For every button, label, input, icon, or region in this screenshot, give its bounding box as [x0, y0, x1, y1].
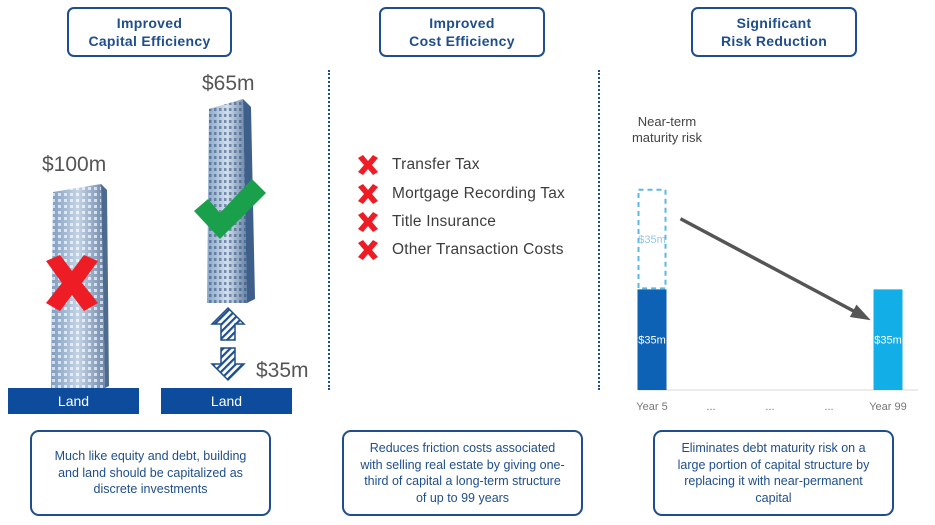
- risk-note-line2: maturity risk: [631, 130, 703, 145]
- price-land: $35m: [256, 359, 309, 382]
- cost-item-label: Title Insurance: [392, 213, 497, 230]
- cost-item: Mortgage Recording Tax: [356, 183, 565, 205]
- trend-arrow: [679, 217, 867, 319]
- header-line2: Risk Reduction: [720, 33, 828, 49]
- x-tick-label: ...: [706, 401, 716, 413]
- green-check-icon: [194, 179, 266, 239]
- footer-cost-text: Reduces friction costs associated with s…: [360, 441, 565, 505]
- price-building: $65m: [202, 72, 255, 95]
- cost-item-label: Transfer Tax: [392, 156, 480, 173]
- risk-chart: $35m $35m $35m: [637, 188, 918, 391]
- x-mark-icon: [358, 155, 378, 175]
- x-tick-label: ...: [824, 401, 834, 413]
- land-block-right: Land: [161, 388, 292, 414]
- data-label: $35m: [638, 335, 666, 347]
- divider-left: [328, 70, 330, 390]
- up-arrow-icon: [210, 306, 246, 341]
- footer-capital-text: Much like equity and debt, building and …: [54, 449, 247, 497]
- footer-risk-text: Eliminates debt maturity risk on a large…: [677, 441, 870, 505]
- x-tick-label: Year 5: [636, 401, 668, 413]
- header-line1: Significant: [736, 15, 812, 31]
- header-cost-efficiency: Improved Cost Efficiency: [379, 7, 545, 57]
- red-x-icon: [46, 255, 98, 311]
- x-mark-icon: [358, 240, 378, 260]
- data-label: $35m: [874, 335, 902, 347]
- land-block-left: Land: [8, 388, 139, 414]
- x-tick-label: Year 99: [869, 401, 907, 413]
- cost-item-label: Other Transaction Costs: [392, 241, 564, 258]
- risk-note: Near-term maturity risk: [622, 114, 712, 146]
- risk-note-line1: Near-term: [637, 114, 697, 129]
- down-arrow-icon: [210, 347, 246, 382]
- header-line2: Capital Efficiency: [88, 33, 211, 49]
- header-risk-reduction: Significant Risk Reduction: [691, 7, 857, 57]
- footer-capital: Much like equity and debt, building and …: [30, 430, 271, 516]
- x-mark-icon: [358, 212, 378, 232]
- x-tick-label: ...: [765, 401, 775, 413]
- bar-dashed: [637, 188, 667, 290]
- cost-item-label: Mortgage Recording Tax: [392, 185, 565, 202]
- x-mark-icon: [358, 184, 378, 204]
- header-capital-efficiency: Improved Capital Efficiency: [67, 7, 232, 57]
- header-line1: Improved: [116, 15, 183, 31]
- cost-item: Transfer Tax: [356, 154, 480, 176]
- bar: [873, 289, 903, 390]
- arrow-head-icon: [849, 304, 871, 321]
- price-combined: $100m: [42, 153, 107, 176]
- cost-item: Title Insurance: [356, 211, 496, 233]
- header-line1: Improved: [429, 15, 495, 31]
- tower-right-illustration: [207, 99, 255, 303]
- bar: [637, 289, 667, 390]
- divider-right: [598, 70, 600, 390]
- footer-cost: Reduces friction costs associated with s…: [342, 430, 583, 516]
- header-line2: Cost Efficiency: [409, 33, 515, 49]
- cost-item: Other Transaction Costs: [356, 239, 564, 261]
- footer-risk: Eliminates debt maturity risk on a large…: [653, 430, 894, 516]
- data-label: $35m: [638, 234, 666, 246]
